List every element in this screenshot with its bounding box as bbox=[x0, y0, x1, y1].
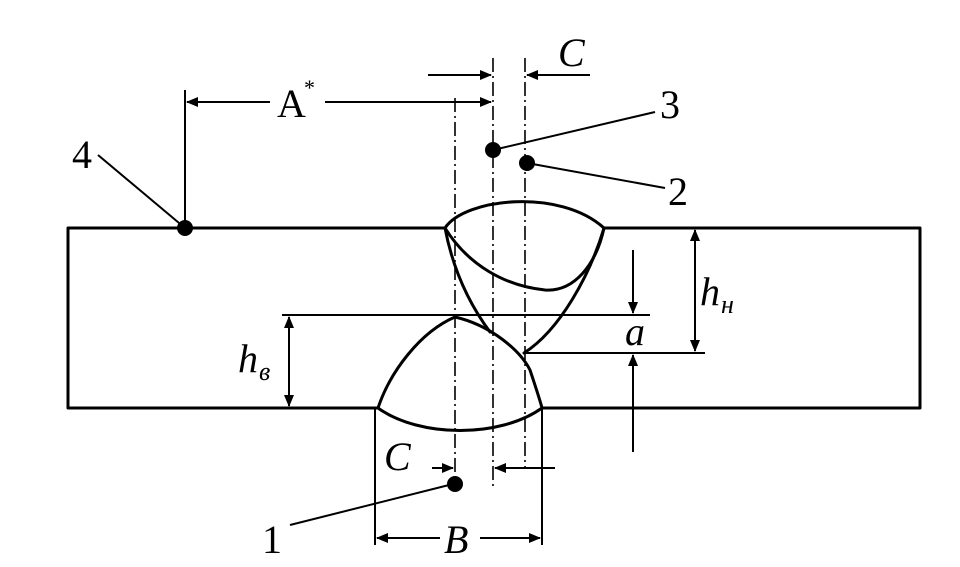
label-h-n: hн bbox=[700, 269, 734, 319]
label-3: 3 bbox=[660, 82, 680, 127]
leader-1 bbox=[289, 483, 454, 526]
leader-3 bbox=[492, 111, 656, 151]
label-1: 1 bbox=[262, 517, 282, 562]
plate-outline bbox=[66, 226, 922, 410]
label-4: 4 bbox=[72, 132, 92, 177]
label-h-v-main: h bbox=[238, 336, 258, 381]
label-A-mark: * bbox=[304, 75, 315, 100]
label-h-n-main: h bbox=[700, 269, 720, 314]
point-2 bbox=[519, 155, 535, 171]
top-weld-bead bbox=[443, 200, 606, 292]
point-4 bbox=[177, 220, 193, 236]
label-A: A bbox=[277, 81, 306, 126]
bottom-weld-bead bbox=[376, 315, 544, 432]
label-B: B bbox=[444, 517, 468, 562]
label-C-bottom: C bbox=[384, 434, 412, 479]
point-3 bbox=[485, 142, 501, 158]
point-1 bbox=[447, 476, 463, 492]
label-h-v: hв bbox=[238, 336, 270, 386]
label-h-v-sub: в bbox=[259, 357, 270, 386]
label-C-top: C bbox=[558, 30, 586, 75]
label-a: a bbox=[625, 309, 645, 354]
leader-2 bbox=[526, 162, 666, 189]
label-2: 2 bbox=[668, 169, 688, 214]
leader-4 bbox=[97, 154, 186, 229]
top-bead-penetration bbox=[443, 226, 606, 355]
label-h-n-sub: н bbox=[721, 290, 734, 319]
